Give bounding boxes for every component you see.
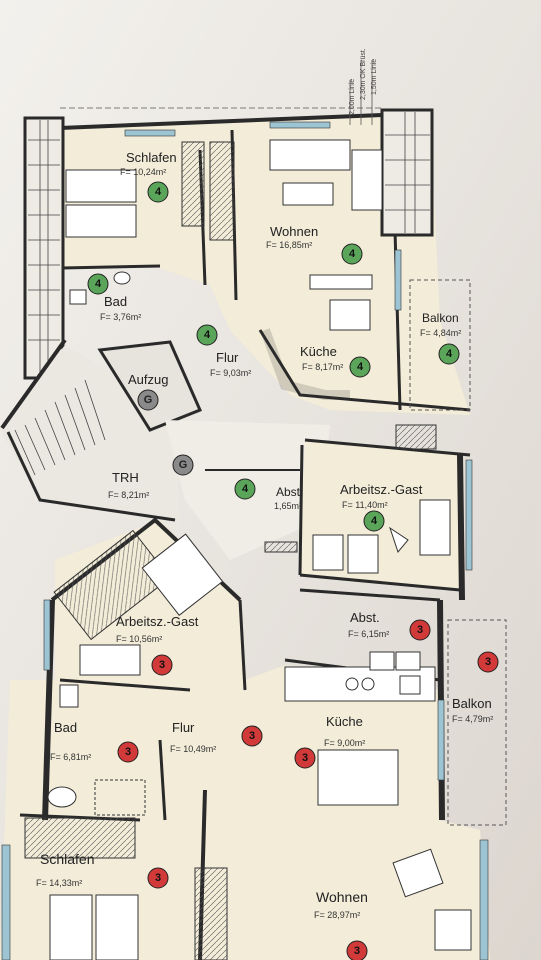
room-area-trh: F= 8,21m² — [108, 490, 149, 500]
room-area-wohnen-upper: F= 16,85m² — [266, 240, 312, 250]
room-area-abst-upper: 1,65m² — [274, 501, 302, 511]
measurement-lines — [60, 60, 382, 125]
marker-label-abst3: 3 — [417, 624, 423, 636]
room-label-trh: TRH — [112, 470, 139, 485]
room-label-abst-lower: Abst. — [350, 610, 380, 625]
room-area-flur-lower: F= 10,49m² — [170, 744, 216, 754]
marker-label-flur3: 3 — [249, 730, 255, 742]
room-label-kueche-lower: Küche — [326, 714, 363, 729]
marker-label-kueche4: 4 — [357, 361, 364, 373]
room-label-schlafen-upper: Schlafen — [126, 150, 177, 165]
room-area-bad-upper: F= 3,76m² — [100, 312, 141, 322]
marker-bad4 — [87, 273, 109, 295]
room-area-schlafen-upper: F= 10,24m² — [120, 167, 166, 177]
marker-label-schlafen4: 4 — [155, 186, 162, 198]
marker-abst3 — [409, 619, 431, 641]
room-area-flur-upper: F= 9,03m² — [210, 368, 251, 378]
marker-label-schlafen3: 3 — [155, 872, 161, 884]
room-area-abst-lower: F= 6,15m² — [348, 629, 389, 639]
marker-label-aufzug: G — [144, 394, 153, 406]
marker-arbeitsz4 — [363, 510, 385, 532]
marker-label-wohnen3: 3 — [354, 945, 360, 957]
room-area-kueche-lower: F= 9,00m² — [324, 738, 365, 748]
room-label-wohnen-upper: Wohnen — [270, 224, 318, 239]
room-area-wohnen-lower: F= 28,97m² — [314, 910, 360, 920]
room-label-arbeitsz-upper: Arbeitsz.-Gast — [340, 482, 423, 497]
marker-wohnen3 — [346, 940, 368, 960]
marker-balkon3 — [477, 651, 499, 673]
room-label-arbeitsz-lower: Arbeitsz.-Gast — [116, 614, 199, 629]
room-label-balkon-lower: Balkon — [452, 696, 492, 711]
marker-label-kueche3: 3 — [302, 752, 308, 764]
marker-arbeitsz3 — [151, 654, 173, 676]
marker-label-bad4: 4 — [95, 278, 102, 290]
marker-label-arbeitsz4: 4 — [371, 515, 378, 527]
marker-aufzug — [137, 389, 159, 411]
marker-label-balkon4: 4 — [446, 348, 453, 360]
room-label-bad-lower: Bad — [54, 720, 77, 735]
room-area-balkon-upper: F= 4,84m² — [420, 328, 461, 338]
marker-label-abst4: 4 — [242, 483, 249, 495]
marker-label-wohnen4: 4 — [349, 248, 356, 260]
measure-150: 1,50m Linie — [371, 59, 378, 95]
marker-kueche3 — [294, 747, 316, 769]
marker-flur3 — [241, 725, 263, 747]
marker-label-balkon3: 3 — [485, 656, 491, 668]
room-label-schlafen-lower: Schlafen — [40, 851, 94, 867]
marker-label-arbeitsz3: 3 — [159, 659, 165, 671]
room-label-balkon-upper: Balkon — [422, 311, 459, 325]
room-area-arbeitsz-upper: F= 11,40m² — [342, 500, 388, 510]
room-label-kueche-upper: Küche — [300, 344, 337, 359]
room-area-bad-lower: F= 6,81m² — [50, 752, 91, 762]
room-label-abst-upper: Abst. — [276, 485, 303, 499]
marker-balkon4 — [438, 343, 460, 365]
marker-kueche4 — [349, 356, 371, 378]
marker-label-bad3: 3 — [125, 746, 131, 758]
room-label-bad-upper: Bad — [104, 294, 127, 309]
marker-abst4 — [234, 478, 256, 500]
room-area-balkon-lower: F= 4,79m² — [452, 714, 493, 724]
measure-200: 2,00m Linie — [349, 79, 356, 115]
marker-wohnen4 — [341, 243, 363, 265]
room-area-schlafen-lower: F= 14,33m² — [36, 878, 82, 888]
marker-flur4 — [196, 324, 218, 346]
marker-label-trh: G — [179, 459, 188, 471]
measure-230: 2,30m OK Brüst. — [360, 48, 367, 100]
marker-schlafen3 — [147, 867, 169, 889]
room-label-flur-lower: Flur — [172, 720, 195, 735]
marker-schlafen4 — [147, 181, 169, 203]
room-label-flur-upper: Flur — [216, 350, 239, 365]
room-area-arbeitsz-lower: F= 10,56m² — [116, 634, 162, 644]
marker-bad3 — [117, 741, 139, 763]
room-label-aufzug: Aufzug — [128, 372, 168, 387]
marker-label-flur4: 4 — [204, 329, 211, 341]
room-area-kueche-upper: F= 8,17m² — [302, 362, 343, 372]
marker-trh — [172, 454, 194, 476]
room-label-wohnen-lower: Wohnen — [316, 889, 368, 905]
